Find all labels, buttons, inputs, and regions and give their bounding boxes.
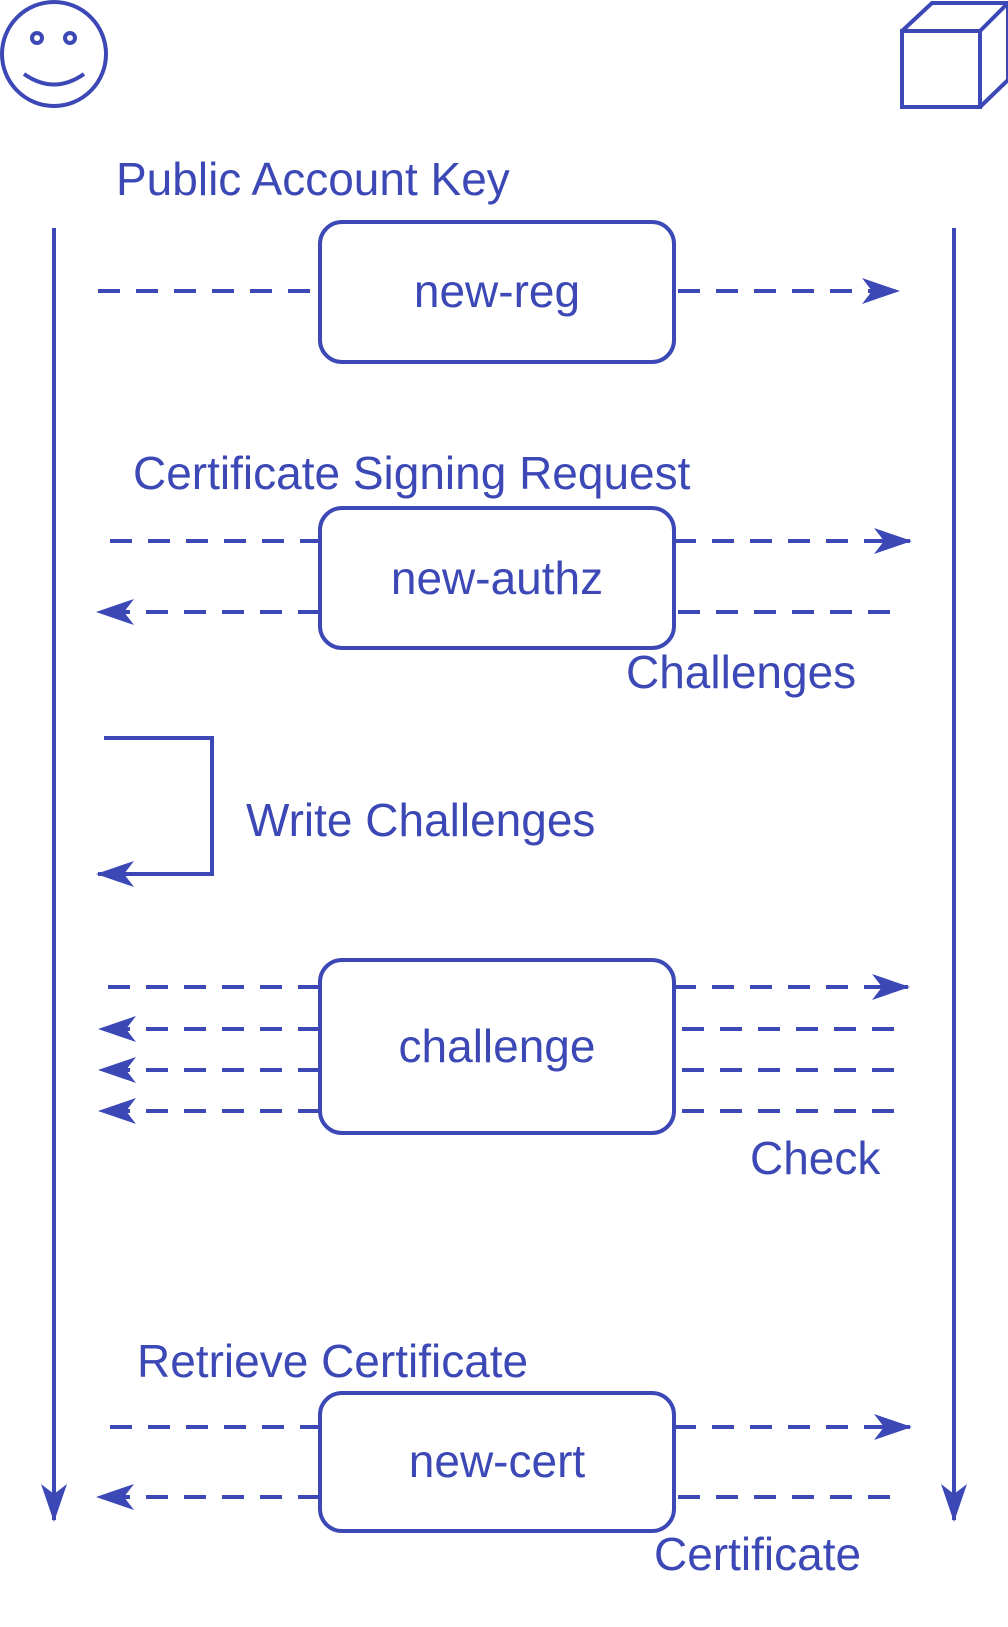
new-authz-box-label: new-authz: [391, 552, 603, 604]
challenges-label: Challenges: [626, 646, 856, 698]
check-label: Check: [750, 1132, 881, 1184]
write-challenges-self-arrow: [96, 736, 214, 887]
new-cert-box-label: new-cert: [409, 1435, 586, 1487]
smiley-face-icon: [0, 0, 108, 108]
retrieve-certificate-label: Retrieve Certificate: [137, 1335, 528, 1387]
write-challenges-label: Write Challenges: [246, 794, 595, 846]
challenge-box: [318, 958, 676, 1135]
csr-label: Certificate Signing Request: [133, 447, 691, 499]
new-reg-box: [318, 220, 676, 364]
cube-icon: [900, 1, 1008, 109]
new-authz-box: [318, 506, 676, 650]
new-cert-box: [318, 1391, 676, 1533]
certificate-label: Certificate: [654, 1528, 861, 1580]
challenge-box-label: challenge: [399, 1020, 596, 1072]
new-reg-box-label: new-reg: [414, 265, 580, 317]
public-account-key-label: Public Account Key: [116, 153, 510, 205]
